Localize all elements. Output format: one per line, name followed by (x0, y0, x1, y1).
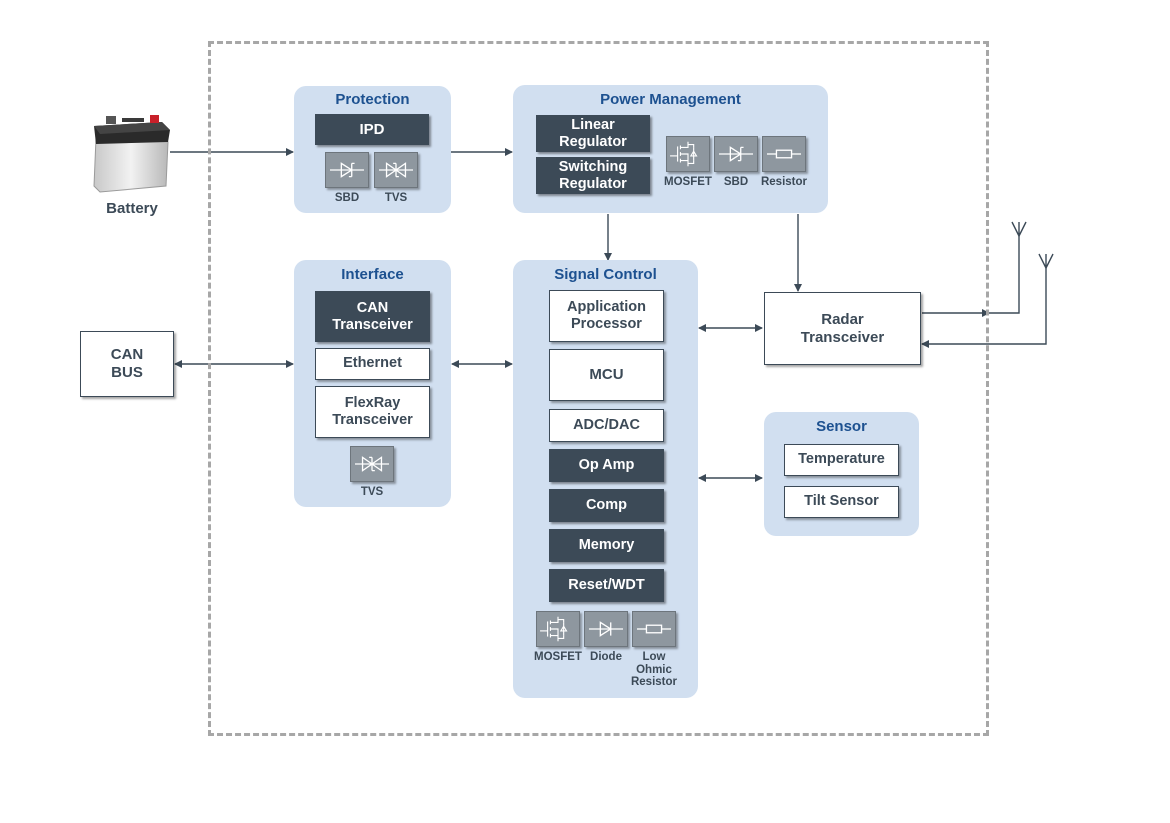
signal-control-group: Signal Control Application Processor MCU… (513, 260, 698, 698)
tvs-caption: TVS (384, 192, 408, 204)
battery-icon (93, 115, 170, 193)
can-bus-block: CAN BUS (80, 331, 174, 397)
mosfet-icon (536, 611, 580, 647)
mosfet-caption: MOSFET (534, 651, 582, 663)
application-processor-block: Application Processor (549, 290, 664, 342)
tvs-icon (374, 152, 418, 188)
protection-group: Protection IPD SBD TVS (294, 86, 451, 213)
reset-wdt-block: Reset/WDT (549, 569, 664, 602)
ethernet-block: Ethernet (315, 348, 430, 380)
op-amp-block: Op Amp (549, 449, 664, 482)
interface-group: Interface CAN Transceiver Ethernet FlexR… (294, 260, 451, 507)
resistor-icon (762, 136, 806, 172)
sensor-group: Sensor Temperature Tilt Sensor (764, 412, 919, 536)
adc-dac-block: ADC/DAC (549, 409, 664, 442)
tvs-caption: TVS (360, 486, 384, 498)
comp-block: Comp (549, 489, 664, 522)
radar-transceiver-block: Radar Transceiver (764, 292, 921, 365)
diode-icon (584, 611, 628, 647)
sbd-caption: SBD (334, 192, 360, 204)
tvs-icon (350, 446, 394, 482)
power-management-group: Power Management Linear Regulator Switch… (513, 85, 828, 213)
tilt-sensor-block: Tilt Sensor (784, 486, 899, 518)
mosfet-icon (666, 136, 710, 172)
temperature-block: Temperature (784, 444, 899, 476)
sbd-caption: SBD (723, 176, 749, 188)
sbd-icon (325, 152, 369, 188)
mosfet-caption: MOSFET (664, 176, 712, 188)
memory-block: Memory (549, 529, 664, 562)
mcu-block: MCU (549, 349, 664, 401)
power-management-title: Power Management (600, 91, 741, 108)
system-boundary (208, 41, 989, 736)
low-ohmic-resistor-caption: Low Ohmic Resistor (630, 651, 678, 689)
linear-regulator-block: Linear Regulator (536, 115, 650, 152)
antenna-1-icon (1011, 221, 1027, 238)
battery-label: Battery (106, 200, 158, 217)
antenna-2-icon (1038, 253, 1054, 270)
ipd-block: IPD (315, 114, 429, 145)
flexray-transceiver-block: FlexRay Transceiver (315, 386, 430, 438)
protection-title: Protection (335, 91, 410, 108)
interface-title: Interface (341, 266, 404, 283)
antenna2-to-radar-line (921, 268, 1047, 348)
low-ohmic-resistor-icon (632, 611, 676, 647)
antenna1-feed (989, 236, 1020, 314)
resistor-caption: Resistor (760, 176, 808, 188)
can-transceiver-block: CAN Transceiver (315, 291, 430, 342)
sensor-title: Sensor (816, 418, 867, 435)
diode-caption: Diode (590, 651, 622, 663)
sbd-icon (714, 136, 758, 172)
switching-regulator-block: Switching Regulator (536, 157, 650, 194)
signal-control-title: Signal Control (554, 266, 657, 283)
